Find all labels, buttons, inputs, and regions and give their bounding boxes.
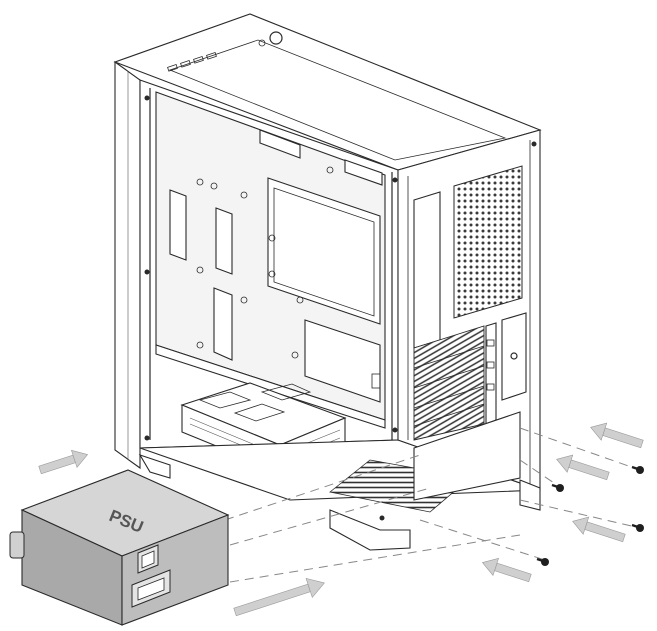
rear-io-slot <box>413 191 441 349</box>
psu-unit: PSU <box>9 469 230 626</box>
direction-arrows <box>38 422 644 617</box>
reset-button-icon <box>258 39 266 47</box>
psu-ac-inlet-icon <box>131 569 171 608</box>
front-io-ports <box>167 31 283 72</box>
arrow-icon <box>233 577 325 617</box>
pc-case <box>113 13 542 551</box>
psu-shroud-cutout <box>304 319 381 403</box>
screw-icon <box>536 557 549 566</box>
case-screw-holes <box>144 95 537 521</box>
rear-psu-opening <box>413 411 521 501</box>
screw-icon <box>631 523 644 532</box>
case-front-panel <box>114 60 141 470</box>
case-foot-front-right <box>329 509 411 551</box>
case-foot-front-left <box>138 454 171 479</box>
screw-icon <box>631 465 644 474</box>
tray-cutouts <box>169 129 383 403</box>
top-glass-frame <box>168 39 507 161</box>
power-button-icon <box>269 31 283 45</box>
psu-power-switch-icon <box>137 544 159 574</box>
arrow-icon <box>38 449 89 475</box>
rear-fan-mesh <box>453 165 523 319</box>
arrow-icon <box>556 454 610 481</box>
expansion-slots <box>413 312 527 441</box>
psu-screws <box>536 465 644 566</box>
screw-icon <box>551 483 564 492</box>
basement-divider <box>155 344 386 429</box>
arrow-icon <box>590 422 644 449</box>
case-foot-rear <box>519 479 541 511</box>
arrow-icon <box>481 557 532 583</box>
alignment-guides <box>224 427 641 583</box>
psu-cable-stub-icon <box>9 531 25 559</box>
arrow-icon <box>572 516 626 543</box>
